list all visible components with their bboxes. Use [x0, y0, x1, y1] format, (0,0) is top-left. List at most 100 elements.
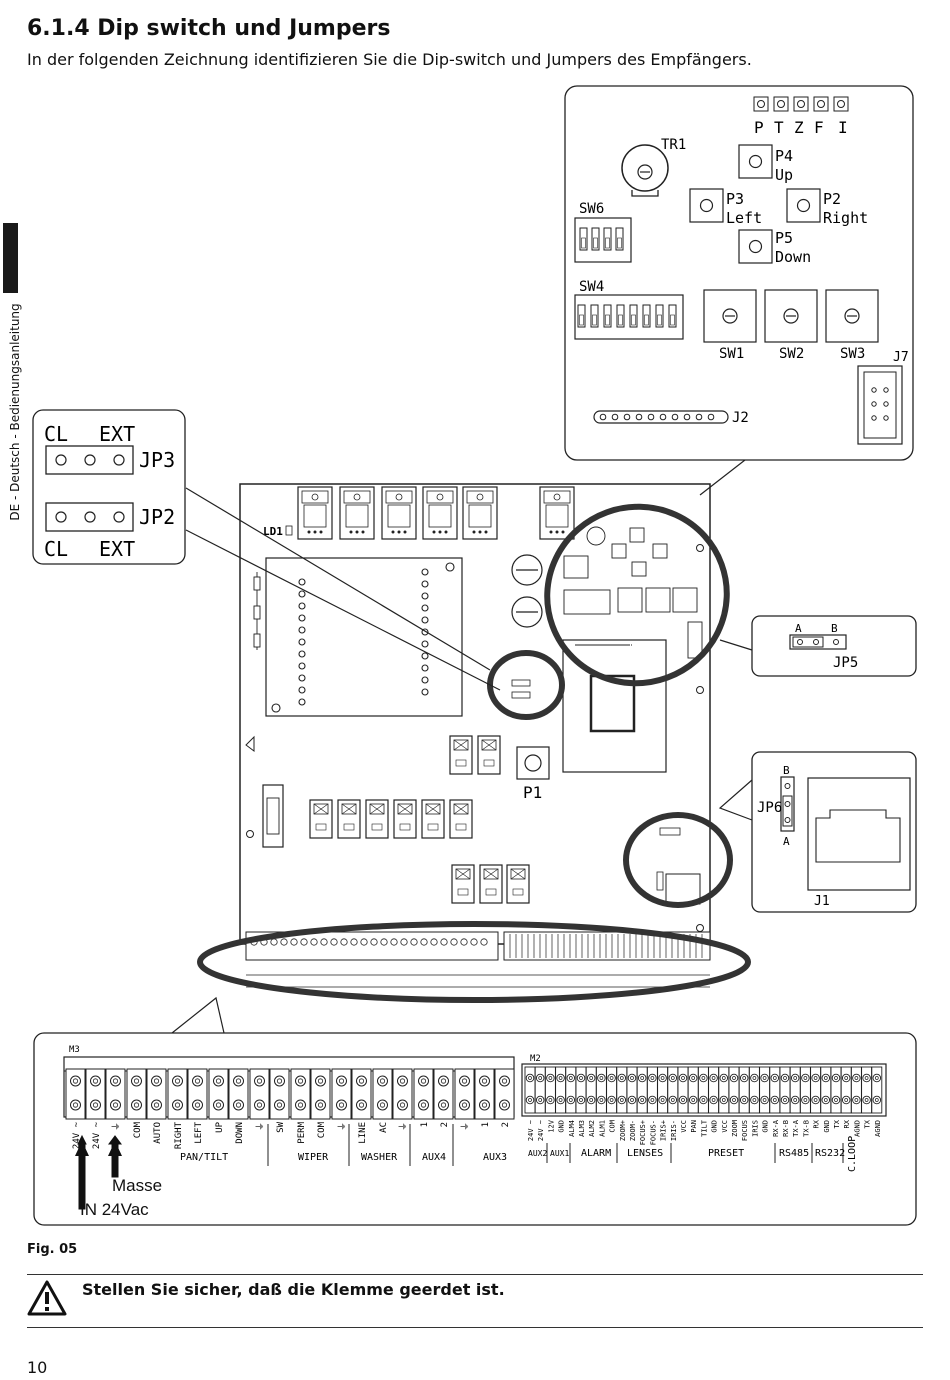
sw4-label: SW4 — [579, 279, 604, 295]
m2-terminal — [626, 1066, 638, 1114]
tr1-label: TR1 — [661, 137, 686, 153]
highlight-circles — [197, 503, 751, 1003]
m2-terminal — [728, 1066, 740, 1114]
m2-terminal — [799, 1066, 811, 1114]
m2-pin-label: IRIS+ — [660, 1120, 668, 1141]
m2-pin-label: FOCUS- — [649, 1120, 657, 1145]
m3-pin-label: 1 — [481, 1122, 491, 1127]
p3-label: P3 — [726, 190, 744, 208]
p2-direction: Right — [823, 209, 868, 227]
page-number: 10 — [27, 1358, 48, 1377]
p5-label: P5 — [775, 229, 793, 247]
m3-pin-label: LINE — [358, 1122, 368, 1144]
m3-pin-label: ⏚ — [460, 1122, 471, 1131]
m2-terminal-block — [524, 1066, 883, 1114]
m2-terminal — [534, 1066, 546, 1114]
m2-terminal — [708, 1066, 720, 1114]
m2-pin-label: IRIS- — [670, 1120, 678, 1141]
main-board: LD1 — [239, 483, 711, 988]
m2-terminal — [606, 1066, 618, 1114]
m2-pin-label: RX — [813, 1119, 821, 1128]
led-label-t: T — [774, 118, 784, 137]
m3-pin-label: ⏚ — [255, 1122, 266, 1131]
detail-jp5: A B JP5 — [751, 615, 917, 677]
m2-pin-label: VCC — [680, 1120, 688, 1133]
m2-terminal — [820, 1066, 832, 1114]
m2-pin-label: 12V — [547, 1119, 555, 1132]
jp6-label: JP6 — [757, 800, 782, 816]
m3-pin-label: ⏚ — [398, 1122, 409, 1131]
p4-label: P4 — [775, 147, 793, 165]
board-p1-label: P1 — [523, 783, 542, 802]
m2-terminal — [840, 1066, 852, 1114]
detail-switch-panel: P T Z F I TR1 P4 Up P3 Left P2 Right P5 … — [564, 85, 914, 461]
m2-group-rs485: RS485 — [779, 1148, 809, 1159]
m2-terminal — [759, 1066, 771, 1114]
m2-terminal — [646, 1066, 658, 1114]
led-label-z: Z — [794, 118, 804, 137]
wiring-diagram: LD1 — [32, 85, 917, 1226]
m3-pin-label: ⏚ — [111, 1122, 122, 1131]
m2-group-aux1: AUX1 — [550, 1149, 569, 1158]
m2-pin-label: ALM3 — [578, 1120, 586, 1137]
m2-pin-label: VCC — [721, 1120, 729, 1133]
m2-pin-label: ALM1 — [598, 1120, 606, 1137]
m2-terminal — [810, 1066, 822, 1114]
jp3-ext-label: EXT — [99, 422, 135, 446]
m3-pin-label: PERM — [297, 1121, 307, 1143]
m3-group-aux4: AUX4 — [422, 1152, 446, 1163]
m2-terminal — [871, 1066, 883, 1114]
m3-pin-label: 24V ~ — [92, 1121, 102, 1149]
m2-pin-label: FOCUS+ — [639, 1120, 647, 1145]
m2-group-alarm: ALARM — [581, 1148, 611, 1159]
m2-terminal — [718, 1066, 730, 1114]
m3-pin-label: LEFT — [194, 1121, 204, 1143]
warning-icon — [27, 1280, 67, 1316]
warning-bottom-rule — [27, 1327, 923, 1328]
m2-terminal — [555, 1066, 567, 1114]
jp5-a-label: A — [795, 622, 802, 635]
m3-label: M3 — [69, 1045, 80, 1055]
m2-terminal — [677, 1066, 689, 1114]
j2-label: J2 — [732, 410, 749, 426]
warning-text: Stellen Sie sicher, daß die Klemme geerd… — [82, 1280, 505, 1299]
led-label-f: F — [814, 118, 824, 137]
sw2-label: SW2 — [779, 346, 804, 362]
m3-pin-label: COM — [317, 1121, 327, 1138]
p5-direction: Down — [775, 248, 811, 266]
m3-pin-label: COM — [133, 1121, 143, 1138]
m2-terminal — [544, 1066, 556, 1114]
m2-pin-label: TX-B — [802, 1120, 810, 1137]
m2-pin-label: COM — [609, 1120, 617, 1133]
m2-terminal — [575, 1066, 587, 1114]
m2-pin-label: ALM2 — [588, 1120, 596, 1137]
m2-terminal — [667, 1066, 679, 1114]
sw6-label: SW6 — [579, 201, 604, 217]
p3-direction: Left — [726, 209, 762, 227]
jp2-ext-label: EXT — [99, 537, 135, 561]
m3-group-wiper: WIPER — [298, 1152, 329, 1163]
j7-label: J7 — [893, 350, 909, 365]
led-label-p: P — [754, 118, 764, 137]
m2-terminal — [657, 1066, 669, 1114]
led-label-i: I — [838, 118, 848, 137]
sw1-label: SW1 — [719, 346, 744, 362]
m2-pin-label: GND — [823, 1120, 831, 1133]
m2-pin-label: TILT — [700, 1119, 708, 1137]
m2-terminal — [616, 1066, 628, 1114]
m3-pin-label: AC — [379, 1122, 389, 1133]
m2-group-aux2: AUX2 — [528, 1149, 547, 1158]
p2-label: P2 — [823, 190, 841, 208]
m2-group-cloop: C.LOOP — [847, 1136, 858, 1172]
m2-group-preset: PRESET — [708, 1148, 744, 1159]
m3-group-pantilt: PAN/TILT — [180, 1152, 228, 1163]
m3-pin-label: 24V ~ — [72, 1121, 82, 1149]
j1-label: J1 — [814, 894, 830, 909]
detail-jp6: B A JP6 J1 — [751, 751, 917, 913]
m2-terminal — [779, 1066, 791, 1114]
detail-jumpers: CL EXT JP3 JP2 CL EXT — [32, 409, 186, 565]
m2-terminal — [850, 1066, 862, 1114]
m2-terminal — [565, 1066, 577, 1114]
